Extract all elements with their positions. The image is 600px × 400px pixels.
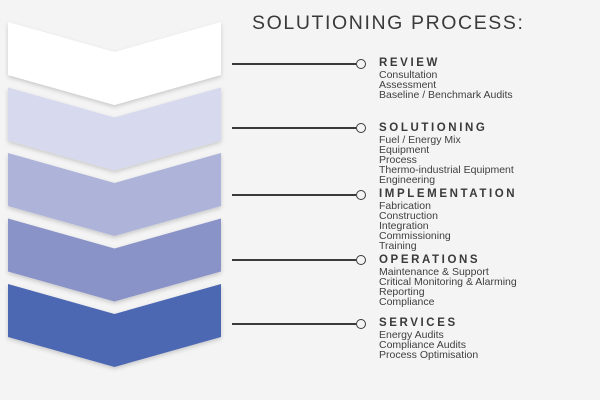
stage-item: Energy Audits bbox=[379, 329, 444, 341]
stage-heading: SERVICES bbox=[379, 317, 458, 329]
stage-item: Construction bbox=[379, 210, 438, 222]
stage-heading: OPERATIONS bbox=[379, 254, 481, 266]
stage-item: Compliance Audits bbox=[379, 339, 466, 351]
stage-item: Baseline / Benchmark Audits bbox=[379, 89, 513, 101]
stage-item: Fabrication bbox=[379, 200, 431, 212]
stage-operations: OPERATIONS Maintenance & Support Critica… bbox=[379, 254, 517, 307]
stage-heading: IMPLEMENTATION bbox=[379, 188, 518, 200]
stage-item: Engineering bbox=[379, 174, 436, 186]
stage-item: Equipment bbox=[379, 144, 430, 156]
connector-dot bbox=[356, 122, 366, 133]
connector-line bbox=[232, 194, 356, 196]
connector-dot bbox=[356, 58, 366, 69]
stage-item: Maintenance & Support bbox=[379, 266, 489, 278]
chevron-4 bbox=[8, 218, 221, 302]
connector-line bbox=[232, 259, 356, 261]
connector-line bbox=[232, 63, 356, 65]
chevron-3 bbox=[8, 153, 221, 236]
stage-heading: REVIEW bbox=[379, 57, 440, 69]
stage-item: Reporting bbox=[379, 286, 425, 298]
stage-item: Fuel / Energy Mix bbox=[379, 134, 461, 146]
stage-item: Assessment bbox=[379, 79, 437, 91]
stage-item: Integration bbox=[379, 220, 429, 232]
connector-line bbox=[232, 127, 356, 129]
connector-dot bbox=[356, 189, 366, 200]
stage-item: Thermo-industrial Equipment bbox=[379, 164, 514, 176]
chevron-2 bbox=[8, 87, 221, 171]
connector-dot bbox=[356, 254, 366, 265]
stage-item: Compliance bbox=[379, 296, 435, 308]
chevron-1 bbox=[8, 22, 221, 105]
stage-item: Training bbox=[379, 240, 417, 252]
connector-dot bbox=[356, 318, 366, 329]
stage-item: Process bbox=[379, 154, 417, 166]
chevron-5 bbox=[8, 284, 221, 367]
stage-heading: SOLUTIONING bbox=[379, 122, 488, 134]
stage-item: Process Optimisation bbox=[379, 349, 479, 361]
stage-item: Commissioning bbox=[379, 230, 451, 242]
stage-item: Consultation bbox=[379, 69, 438, 81]
stage-review: REVIEW Consultation Assessment Baseline … bbox=[379, 57, 513, 100]
stage-services: SERVICES Energy Audits Compliance Audits… bbox=[379, 317, 478, 360]
connector-line bbox=[232, 323, 356, 325]
page-title: SOLUTIONING PROCESS: bbox=[252, 12, 525, 34]
stage-implementation: IMPLEMENTATION Fabrication Construction … bbox=[379, 188, 517, 251]
stage-item: Critical Monitoring & Alarming bbox=[379, 276, 517, 288]
stage-solutioning: SOLUTIONING Fuel / Energy Mix Equipment … bbox=[379, 122, 514, 185]
